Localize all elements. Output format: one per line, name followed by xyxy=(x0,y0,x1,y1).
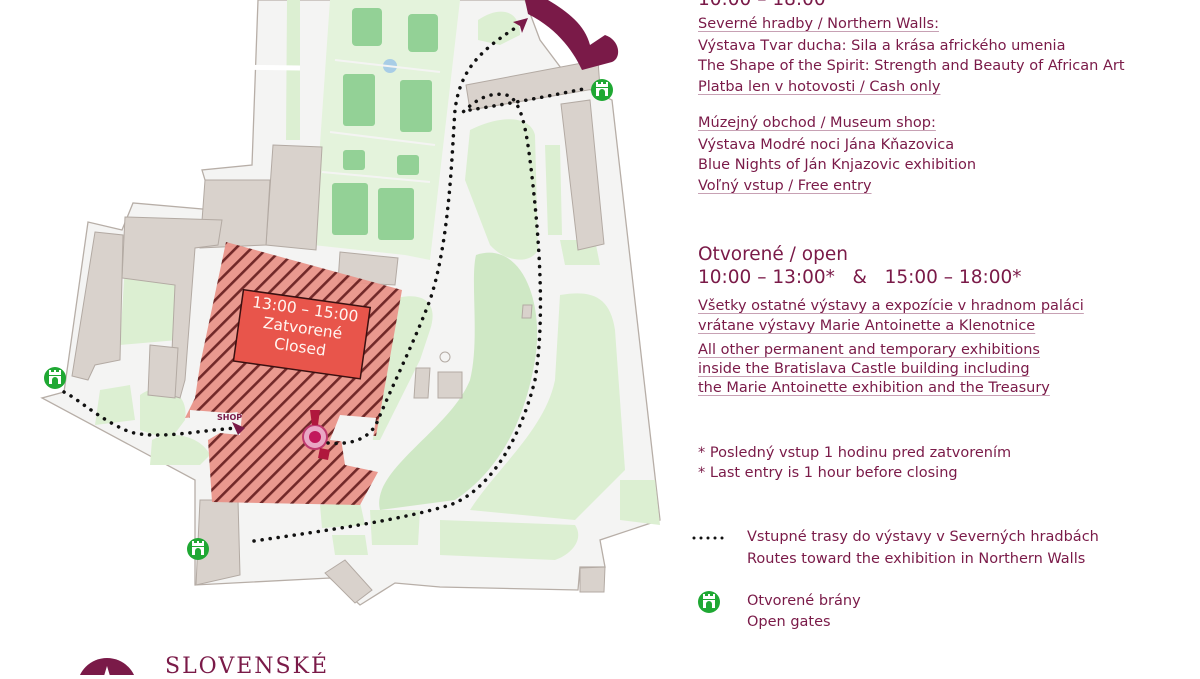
castle-map[interactable]: 13:00 – 15:00 Zatvorené Closed SHOP xyxy=(0,0,690,675)
open-desc-en-2: inside the Bratislava Castle building in… xyxy=(698,361,1030,377)
museum-shop-exhibition-sk: Výstava Modré noci Jána Kňazovica xyxy=(698,137,955,153)
routes-label-en: Routes toward the exhibition in Northern… xyxy=(747,551,1086,567)
routes-label-sk: Vstupné trasy do výstavy v Severných hra… xyxy=(747,529,1099,545)
museum-logo-emblem xyxy=(79,658,135,675)
museum-shop-entry: Voľný vstup / Free entry xyxy=(698,178,872,194)
gate-icon xyxy=(698,591,720,613)
gate-icon-west[interactable] xyxy=(44,367,66,389)
garden-paths xyxy=(0,59,441,183)
open-hours: 10:00 – 13:00* & 15:00 – 18:00* xyxy=(698,267,1022,288)
open-desc-sk-2: vrátane výstavy Marie Antoinette a Kleno… xyxy=(698,318,1036,334)
top-hours: 10:00 – 18:00 xyxy=(698,0,826,11)
open-desc-en-3: the Marie Antoinette exhibition and the … xyxy=(698,380,1050,396)
gates-label-en: Open gates xyxy=(747,614,831,630)
northern-walls-payment: Platba len v hotovosti / Cash only xyxy=(698,79,941,95)
northern-walls-heading: Severné hradby / Northern Walls: xyxy=(698,16,939,32)
last-entry-sk: * Posledný vstup 1 hodinu pred zatvorení… xyxy=(698,445,1012,461)
museum-shop-exhibition-en: Blue Nights of Ján Knjazovic exhibition xyxy=(698,157,977,173)
last-entry-en: * Last entry is 1 hour before closing xyxy=(698,465,958,481)
route-arrow-north xyxy=(513,18,528,33)
northern-walls-exhibition-sk: Výstava Tvar ducha: Sila a krása africké… xyxy=(698,38,1066,54)
logo-text: SLOVENSKÉ xyxy=(165,654,330,679)
legend-panel: 10:00 – 18:00 Severné hradby / Northern … xyxy=(692,0,1198,675)
closed-label-box xyxy=(232,288,372,380)
gate-icon-northeast[interactable] xyxy=(591,79,613,101)
northern-walls xyxy=(525,0,619,70)
entrance-routes xyxy=(62,23,590,543)
northern-walls-exhibition-en: The Shape of the Spirit: Strength and Be… xyxy=(698,58,1125,74)
gates-label-sk: Otvorené brány xyxy=(747,593,861,609)
route-dots-icon xyxy=(692,536,724,540)
gate-icon-southwest[interactable] xyxy=(187,538,209,560)
formal-garden xyxy=(332,8,438,240)
entrance-marker xyxy=(302,410,330,460)
shop-label[interactable]: SHOP xyxy=(217,413,243,422)
open-heading: Otvorené / open xyxy=(698,244,848,265)
museum-shop-heading: Múzejný obchod / Museum shop: xyxy=(698,115,936,131)
open-desc-sk-1: Všetky ostatné výstavy a expozície v hra… xyxy=(698,298,1084,314)
open-desc-en-1: All other permanent and temporary exhibi… xyxy=(698,342,1040,358)
buildings xyxy=(71,59,606,604)
route-arrow-shop xyxy=(232,422,245,435)
